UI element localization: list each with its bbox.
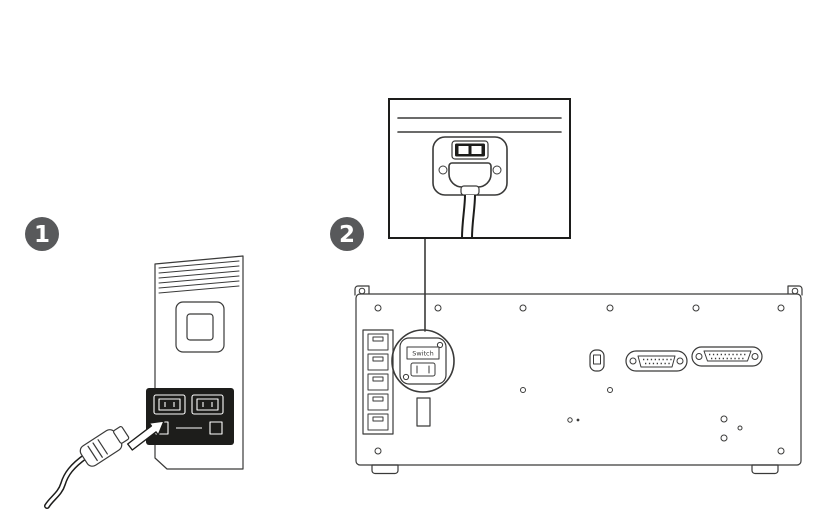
- rear-panel-body: [355, 293, 802, 466]
- mounting-ear-left: [354, 285, 370, 296]
- panel-feet: [371, 464, 779, 475]
- panel-indicators: [567, 415, 743, 442]
- callout-box-border: [388, 98, 571, 239]
- switch-highlight-circle: [391, 329, 455, 393]
- panel-screws: [374, 304, 785, 455]
- step-2-badge: 2: [330, 217, 364, 251]
- step-2-number: 2: [339, 222, 355, 248]
- power-cord: [44, 420, 165, 509]
- switch-label: Switch: [412, 350, 434, 358]
- callout-inlet-module: [432, 136, 508, 196]
- parallel-port: [691, 346, 763, 367]
- step-1-number: 1: [34, 222, 50, 248]
- insert-arrow-icon: [127, 420, 165, 451]
- vga-port: [625, 350, 688, 372]
- foot-right: [751, 464, 779, 475]
- step-1-badge: 1: [25, 217, 59, 251]
- power-plug-icon: [79, 426, 130, 467]
- tower-rear-illustration: [146, 255, 244, 470]
- rear-panel-illustration: Switch: [354, 285, 803, 475]
- panel-slot: [416, 397, 431, 427]
- tower-handle: [175, 301, 225, 353]
- switch-callout: [388, 98, 571, 239]
- ethernet-ports: [362, 329, 394, 435]
- small-connector-port: [589, 349, 605, 372]
- tower-power-inlet-block: [146, 388, 234, 445]
- tower-vent-louvers: [158, 260, 240, 294]
- foot-left: [371, 464, 399, 475]
- power-switch-icon: [451, 140, 489, 160]
- callout-chassis-edge: [397, 117, 562, 133]
- callout-plug: [448, 162, 492, 196]
- power-inlet-module: Switch: [399, 337, 447, 385]
